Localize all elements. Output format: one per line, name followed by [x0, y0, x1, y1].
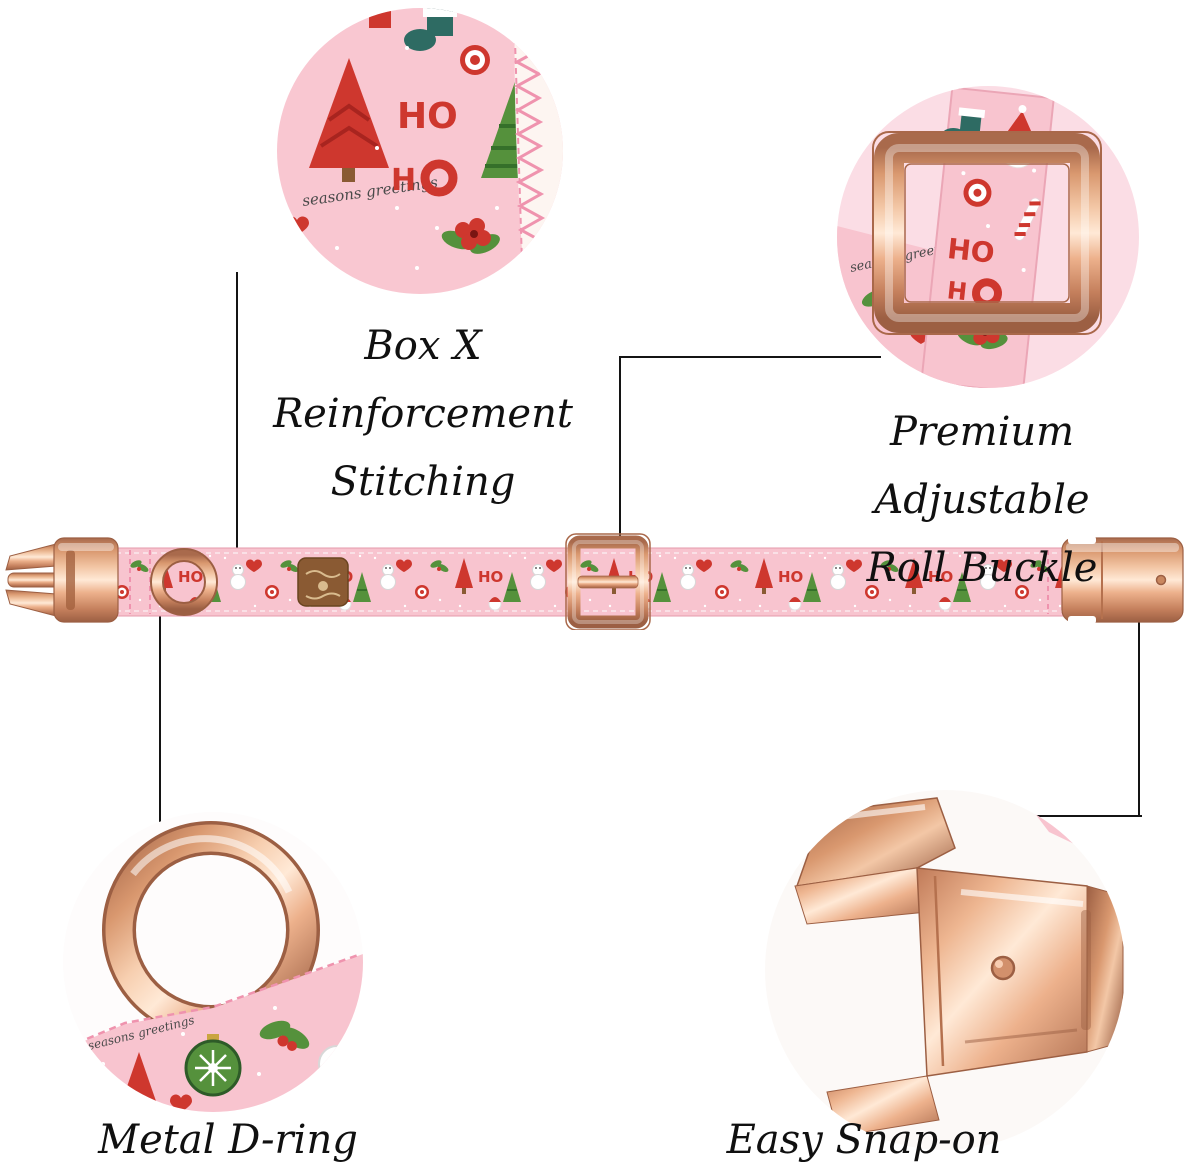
callout-box-stitching-photo: seasons greetings HO H — [277, 8, 563, 294]
side-release-buckle-female — [1047, 536, 1184, 624]
label-box-stitching: Box X Reinforcement Stitching — [223, 312, 623, 516]
callout-d-ring-photo: HO seasons greetings — [63, 812, 363, 1112]
collar-image: HO — [5, 533, 1184, 630]
label-box-stitching-line2: Stitching — [330, 459, 516, 505]
snap-buckle-zoom-image — [765, 790, 1125, 1150]
snap-buckle-female — [916, 867, 1102, 1077]
ho-text: HO — [397, 96, 458, 137]
roll-buckle-frame — [872, 131, 1102, 335]
snow-dots — [315, 36, 499, 270]
label-d-ring: Metal D-ring — [98, 1117, 358, 1163]
side-release-buckle-male — [5, 537, 131, 623]
holly-icon — [259, 1020, 310, 1051]
candy-swirl-icon — [460, 45, 490, 75]
christmas-tree-icon — [309, 58, 389, 182]
poinsettia-icon — [441, 218, 500, 254]
callout-snap-buckle-photo — [765, 790, 1125, 1150]
label-box-stitching-line1: Box X Reinforcement — [273, 323, 573, 437]
ho-text: H — [391, 163, 416, 198]
callout-roll-buckle-photo: seasons greetings — [837, 86, 1139, 388]
candy-cane-icon — [1013, 197, 1041, 241]
leader-line-snap-horizontal — [1034, 815, 1142, 817]
roll-buckle-zoom-image: seasons greetings — [837, 86, 1139, 388]
strap-bar — [1081, 885, 1124, 1053]
collar: HO — [0, 530, 1185, 630]
d-ring-zoom-image: HO seasons greetings — [63, 812, 363, 1112]
label-roll-buckle-line2: Roll Buckle — [866, 545, 1098, 591]
stitching-zoom-image: seasons greetings HO H — [277, 8, 563, 294]
label-roll-buckle-line1: Premium Adjustable — [874, 409, 1090, 523]
stocking-icon — [404, 8, 457, 51]
ornament-icon — [184, 1034, 242, 1097]
leader-line-snap-vertical — [1138, 622, 1140, 817]
leader-line-roll-buckle-horizontal — [619, 356, 881, 358]
tri-glide-roll-buckle — [565, 533, 651, 630]
brand-leather-patch — [297, 557, 349, 607]
leader-line-stitching — [236, 272, 238, 552]
stocking-icon — [369, 8, 391, 28]
serged-edge — [513, 8, 563, 294]
ho-o-ring — [420, 159, 458, 197]
label-snap-buckle: Easy Snap-on Buckle — [726, 1117, 1002, 1163]
metal-d-ring — [149, 548, 218, 616]
leader-line-roll-buckle-vertical — [619, 356, 621, 552]
leader-line-dring — [159, 616, 161, 828]
candy-swirl-icon — [963, 178, 992, 207]
ho-text: HO — [946, 232, 996, 270]
buckle-pin — [990, 955, 1016, 981]
ho-text: H — [946, 276, 969, 306]
label-roll-buckle: Premium Adjustable Roll Buckle — [782, 398, 1182, 602]
ho-text: HO — [65, 1061, 109, 1091]
snowman-icon — [318, 1045, 356, 1084]
